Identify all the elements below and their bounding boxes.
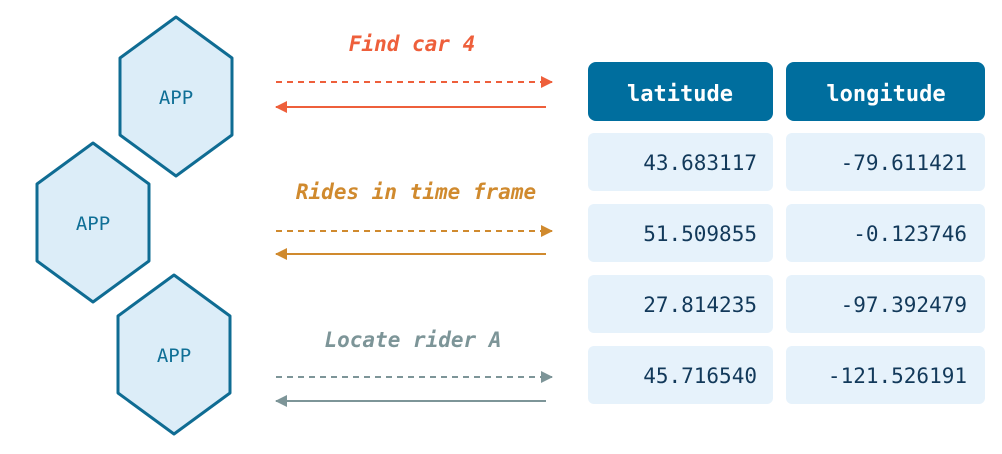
app-label: APP — [76, 213, 110, 235]
header-cell-latitude — [588, 62, 773, 121]
longitude-cell — [786, 204, 985, 262]
header-latitude: latitude — [627, 82, 733, 107]
flow-locate-rider: Locate rider A — [275, 328, 553, 407]
app-hexagon — [116, 273, 232, 436]
table-row: 43.683117 -79.611421 — [588, 133, 985, 191]
latitude-value: 51.509855 — [643, 222, 757, 246]
latitude-value: 45.716540 — [643, 364, 757, 388]
app-node-1: APP — [118, 15, 234, 178]
app-label: APP — [159, 87, 193, 109]
flow-find-car: Find car 4 — [275, 32, 553, 113]
longitude-value: -79.611421 — [841, 151, 967, 175]
flow-rides-in-time-frame: Rides in time frame — [275, 180, 553, 260]
longitude-cell — [786, 346, 985, 404]
header-longitude: longitude — [826, 82, 945, 107]
latitude-value: 27.814235 — [643, 293, 757, 317]
latitude-cell — [588, 204, 773, 262]
table-row: 51.509855 -0.123746 — [588, 204, 985, 262]
app-hexagon — [35, 141, 151, 304]
longitude-value: -0.123746 — [853, 222, 967, 246]
table-row: 45.716540 -121.526191 — [588, 346, 985, 404]
app-node-3: APP — [116, 273, 232, 436]
longitude-cell — [786, 133, 985, 191]
latitude-cell — [588, 133, 773, 191]
latitude-cell — [588, 275, 773, 333]
latitude-cell — [588, 346, 773, 404]
app-hexagon — [118, 15, 234, 178]
longitude-value: -121.526191 — [828, 364, 967, 388]
table-row: 27.814235 -97.392479 — [588, 275, 985, 333]
latitude-value: 43.683117 — [643, 151, 757, 175]
flow-label: Find car 4 — [349, 32, 475, 56]
longitude-cell — [786, 275, 985, 333]
table-header: latitude longitude — [588, 62, 985, 121]
longitude-value: -97.392479 — [841, 293, 967, 317]
app-node-2: APP — [35, 141, 151, 304]
app-label: APP — [157, 345, 191, 367]
flow-label: Locate rider A — [324, 328, 501, 352]
flow-label: Rides in time frame — [296, 180, 536, 204]
header-cell-longitude — [786, 62, 985, 121]
coordinates-table: latitude longitude 43.683117 -79.611421 … — [588, 62, 985, 404]
